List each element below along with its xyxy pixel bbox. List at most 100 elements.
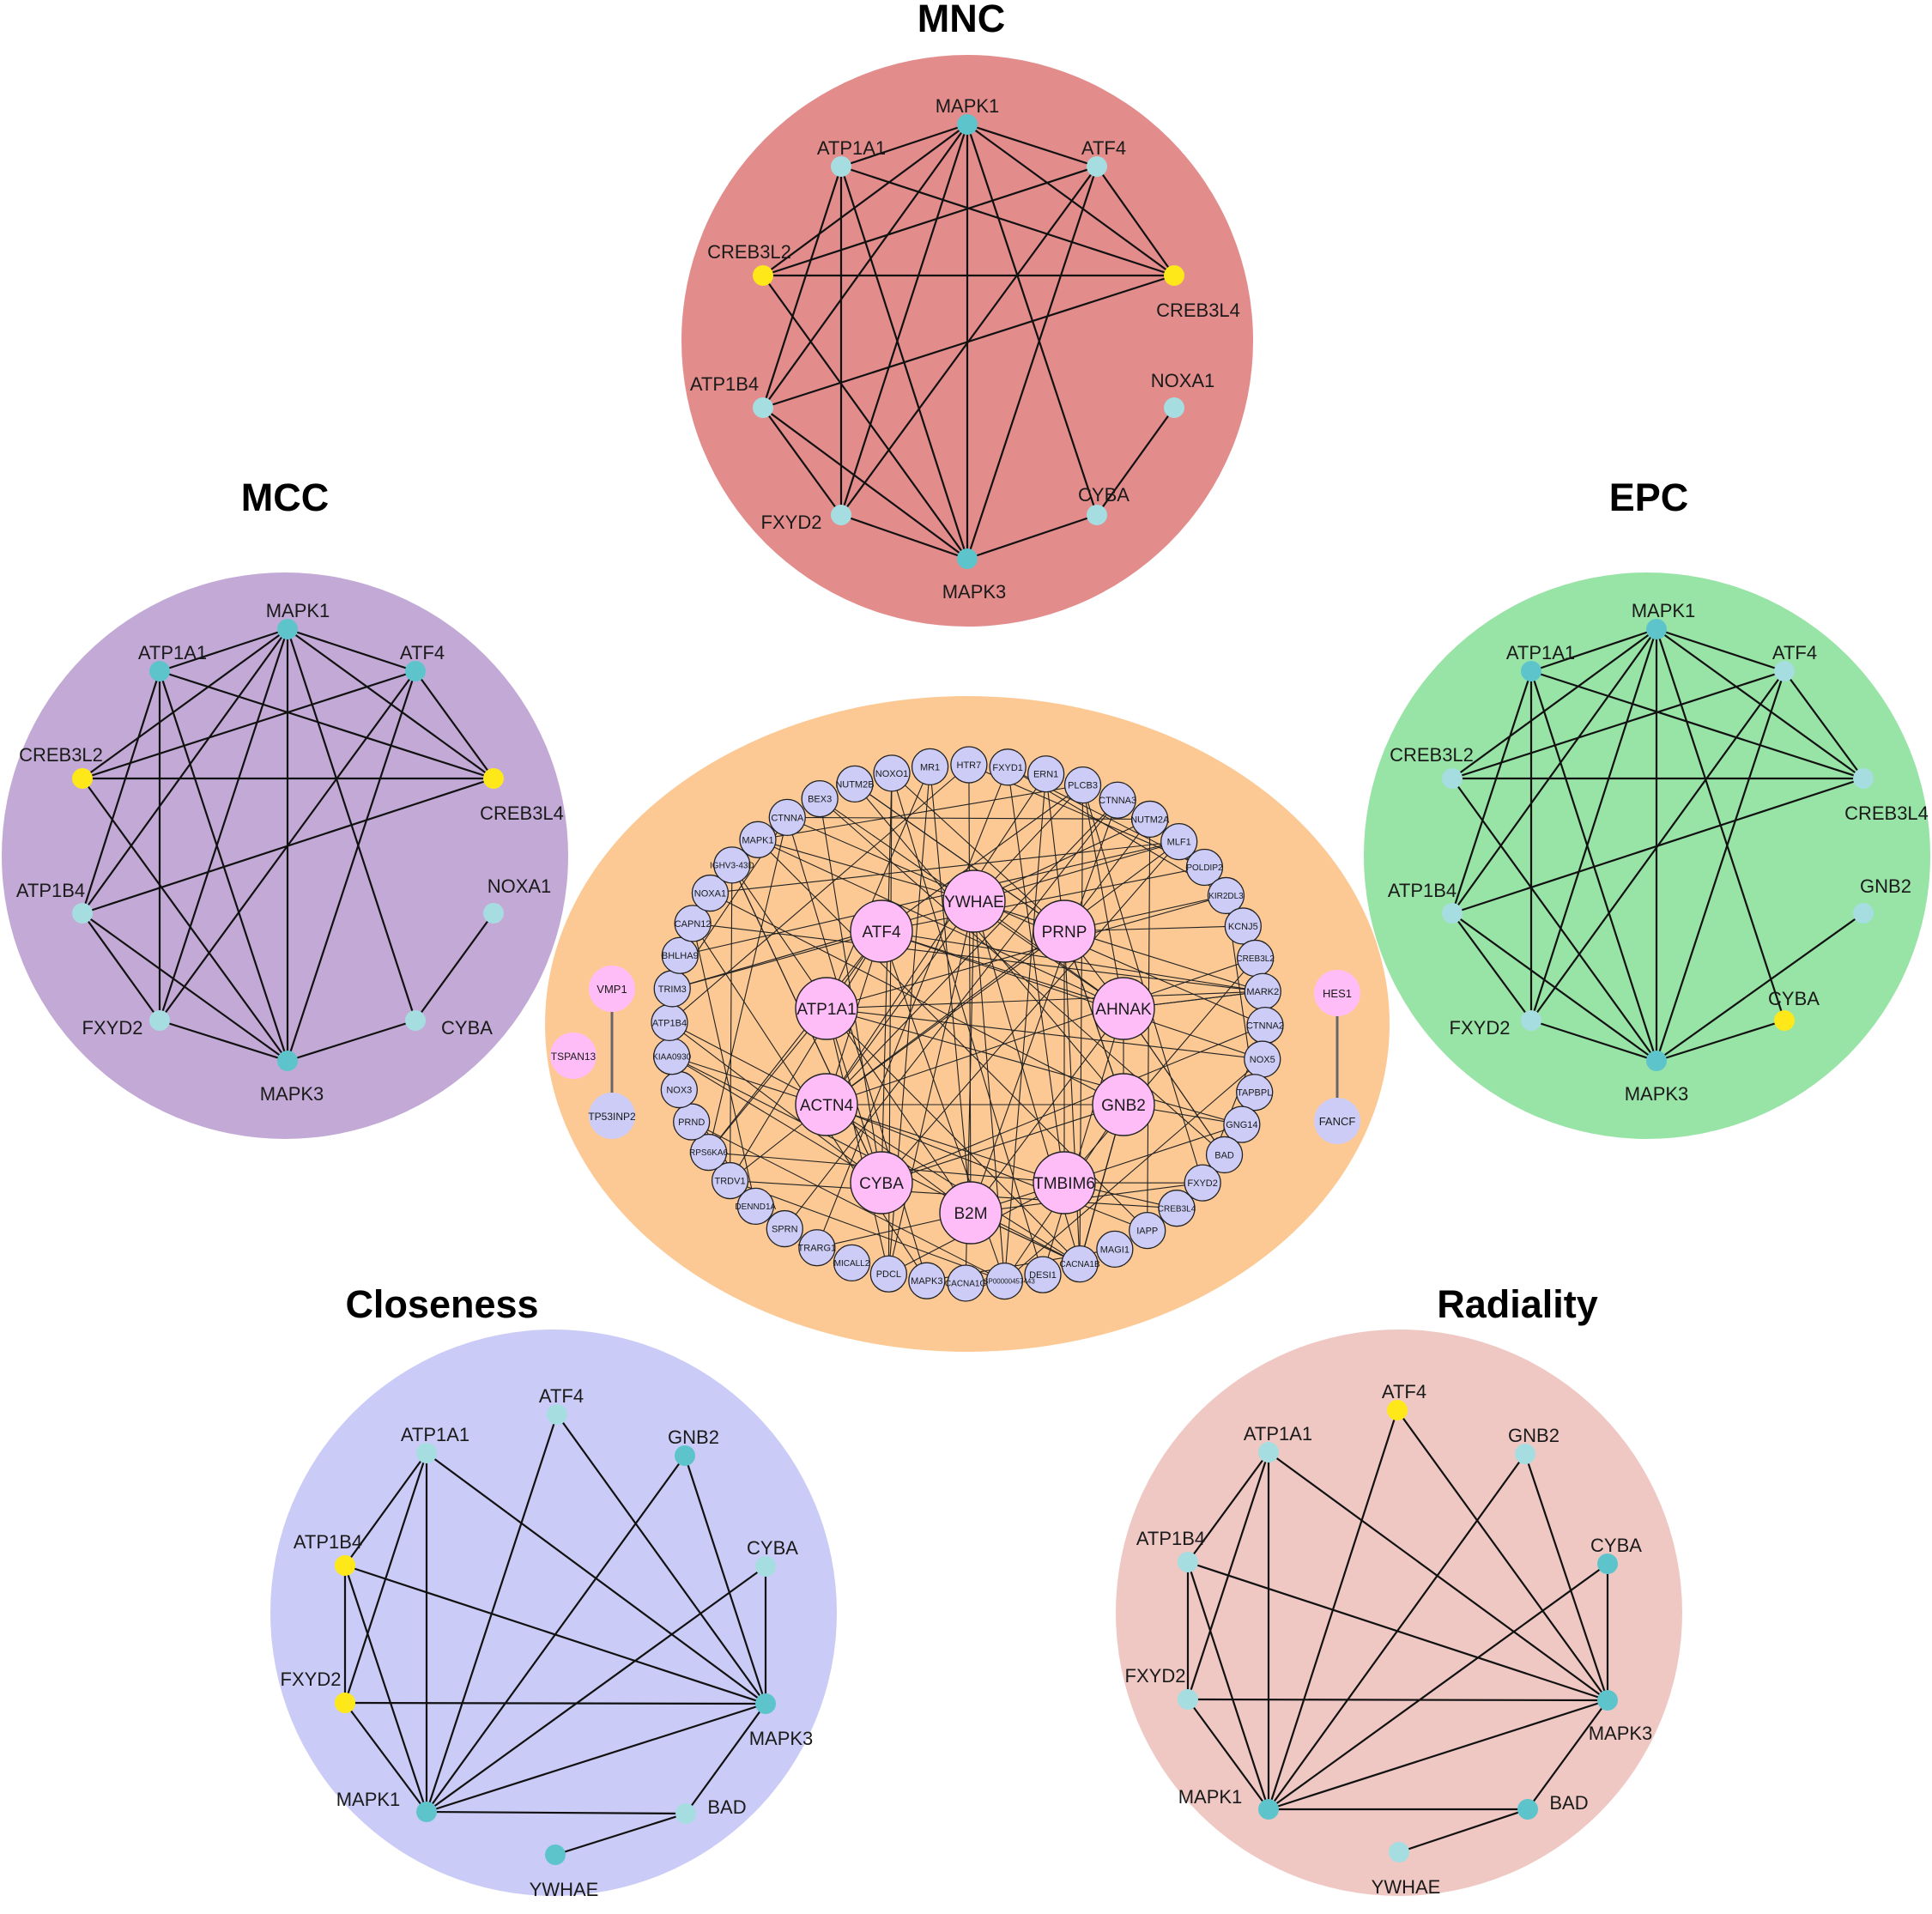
node-mapk1[interactable]: MAPK1 xyxy=(266,600,330,639)
center-node-nutm2a[interactable]: NUTM2A xyxy=(1130,800,1170,839)
center-node-mark2[interactable]: MARK2 xyxy=(1244,972,1281,1010)
center-node-plcb3[interactable]: PLCB3 xyxy=(1063,766,1102,804)
node-mapk3[interactable]: MAPK3 xyxy=(749,1693,814,1749)
center-node-rps6ka6[interactable]: RPS6KA6 xyxy=(689,1133,728,1172)
node-gnb2[interactable]: GNB2 xyxy=(1853,875,1911,924)
center-node-trarg1[interactable]: TRARG1 xyxy=(798,1229,837,1267)
center-node-kir2dl3[interactable]: KIR2DL3 xyxy=(1207,876,1245,915)
node-fxyd2[interactable]: FXYD2 xyxy=(82,1010,170,1039)
node-fxyd2[interactable]: FXYD2 xyxy=(1125,1665,1198,1710)
node-noxa1[interactable]: NOXA1 xyxy=(483,875,551,924)
node-fxyd2[interactable]: FXYD2 xyxy=(281,1669,355,1713)
center-node-mlf1[interactable]: MLF1 xyxy=(1160,822,1198,861)
node-mapk1[interactable]: MAPK1 xyxy=(936,95,1000,135)
center-node-pdcl[interactable]: PDCL xyxy=(869,1255,908,1293)
node-mapk3[interactable]: MAPK3 xyxy=(942,548,1007,603)
center-hub-atf4[interactable]: ATF4 xyxy=(850,899,913,963)
center-node-trim3[interactable]: TRIM3 xyxy=(653,970,691,1008)
center-hub-ahnak[interactable]: AHNAK xyxy=(1092,977,1155,1040)
center-node-ensp00000457443[interactable]: ENSP00000457443 xyxy=(974,1262,1035,1300)
center-node-iapp[interactable]: IAPP xyxy=(1129,1211,1166,1250)
node-atp1b4[interactable]: ATP1B4 xyxy=(1136,1528,1205,1572)
center-node-tspan13[interactable]: TSPAN13 xyxy=(550,1033,597,1079)
center-node-ighv3-43d[interactable]: IGHV3-43D xyxy=(710,846,754,884)
center-node-creb3l4[interactable]: CREB3L4 xyxy=(1158,1190,1196,1227)
node-atf4[interactable]: ATF4 xyxy=(1772,642,1817,681)
node-bad[interactable]: BAD xyxy=(1517,1792,1589,1820)
node-creb3l4[interactable]: CREB3L4 xyxy=(1844,768,1929,824)
center-node-mapk1[interactable]: MAPK1 xyxy=(739,821,777,858)
node-cyba[interactable]: CYBA xyxy=(1768,988,1820,1031)
center-node-nox5[interactable]: NOX5 xyxy=(1244,1040,1281,1078)
center-hub-ywhae[interactable]: YWHAE xyxy=(942,869,1006,933)
center-node-kcnj5[interactable]: KCNJ5 xyxy=(1224,907,1262,945)
center-node-mr1[interactable]: MR1 xyxy=(911,748,949,786)
center-node-fxyd2[interactable]: FXYD2 xyxy=(1184,1164,1221,1202)
center-node-cacna1b[interactable]: CACNA1B xyxy=(1059,1245,1100,1283)
center-node-ctnna2[interactable]: CTNNA2 xyxy=(1246,1006,1284,1045)
node-atp1b4[interactable]: ATP1B4 xyxy=(294,1531,362,1576)
center-node-ctnna[interactable]: CTNNA xyxy=(768,798,806,837)
node-gnb2[interactable]: GNB2 xyxy=(1508,1425,1560,1464)
center-node-mapk3[interactable]: MAPK3 xyxy=(908,1262,946,1299)
center-node-poldip2[interactable]: POLDIP2 xyxy=(1185,848,1224,887)
node-ywhae[interactable]: YWHAE xyxy=(1372,1842,1441,1898)
node-atp1a1[interactable]: ATP1A1 xyxy=(1506,642,1575,681)
center-node-fancf[interactable]: FANCF xyxy=(1314,1098,1360,1144)
node-mapk1[interactable]: MAPK1 xyxy=(1178,1786,1279,1820)
node-cyba[interactable]: CYBA xyxy=(1590,1535,1642,1574)
node-cyba[interactable]: CYBA xyxy=(747,1537,798,1577)
center-node-nutm2b[interactable]: NUTM2B xyxy=(835,765,875,803)
center-hub-tmbim6[interactable]: TMBIM6 xyxy=(1033,1151,1096,1214)
node-atp1b4[interactable]: ATP1B4 xyxy=(1388,880,1463,924)
center-node-tp53inp2[interactable]: TP53INP2 xyxy=(588,1093,636,1139)
center-node-prnd[interactable]: PRND xyxy=(673,1103,711,1141)
node-mapk3[interactable]: MAPK3 xyxy=(260,1051,324,1105)
center-node-sprn[interactable]: SPRN xyxy=(766,1209,803,1248)
node-creb3l2[interactable]: CREB3L2 xyxy=(19,744,103,789)
center-node-ctnna3[interactable]: CTNNA3 xyxy=(1099,781,1136,819)
center-node-htr7[interactable]: HTR7 xyxy=(950,746,988,784)
node-atp1b4[interactable]: ATP1B4 xyxy=(16,880,93,924)
node-mapk3[interactable]: MAPK3 xyxy=(1589,1690,1653,1744)
center-hub-b2m[interactable]: B2M xyxy=(939,1181,1002,1245)
node-creb3l4[interactable]: CREB3L4 xyxy=(480,768,564,824)
node-creb3l4[interactable]: CREB3L4 xyxy=(1156,265,1240,321)
node-mapk3[interactable]: MAPK3 xyxy=(1625,1051,1689,1105)
center-hub-atp1a1[interactable]: ATP1A1 xyxy=(795,977,858,1040)
center-node-micall2[interactable]: MICALL2 xyxy=(833,1244,871,1282)
center-node-fxyd1[interactable]: FXYD1 xyxy=(989,748,1027,786)
node-atp1a1[interactable]: ATP1A1 xyxy=(817,137,886,177)
center-hub-cyba[interactable]: CYBA xyxy=(850,1151,913,1214)
node-cyba[interactable]: CYBA xyxy=(405,1010,493,1039)
center-hub-gnb2[interactable]: GNB2 xyxy=(1092,1073,1155,1136)
center-node-tapbpl[interactable]: TAPBPL xyxy=(1236,1074,1274,1111)
center-node-bex3[interactable]: BEX3 xyxy=(801,779,839,818)
node-atp1a1[interactable]: ATP1A1 xyxy=(1244,1423,1312,1463)
node-creb3l2[interactable]: CREB3L2 xyxy=(1390,744,1474,789)
node-atf4[interactable]: ATF4 xyxy=(1081,137,1126,177)
node-fxyd2[interactable]: FXYD2 xyxy=(1450,1010,1541,1039)
node-atp1a1[interactable]: ATP1A1 xyxy=(138,642,207,681)
center-node-ern1[interactable]: ERN1 xyxy=(1027,755,1065,793)
center-node-cacna1g[interactable]: CACNA1G xyxy=(945,1264,987,1302)
node-atf4[interactable]: ATF4 xyxy=(400,642,445,681)
node-cyba[interactable]: CYBA xyxy=(1078,484,1130,525)
center-node-magi1[interactable]: MAGI1 xyxy=(1096,1230,1134,1269)
node-atp1a1[interactable]: ATP1A1 xyxy=(401,1424,469,1463)
center-node-noxa1[interactable]: NOXA1 xyxy=(691,874,730,912)
center-node-desi1[interactable]: DESI1 xyxy=(1024,1256,1062,1293)
center-node-vmp1[interactable]: VMP1 xyxy=(589,966,635,1012)
node-ywhae[interactable]: YWHAE xyxy=(530,1844,599,1900)
node-atf4[interactable]: ATF4 xyxy=(539,1385,584,1425)
center-node-trdv1[interactable]: TRDV1 xyxy=(711,1161,749,1200)
center-node-gng14[interactable]: GNG14 xyxy=(1223,1105,1261,1143)
node-fxyd2[interactable]: FXYD2 xyxy=(761,505,851,533)
node-mapk1[interactable]: MAPK1 xyxy=(1632,600,1696,639)
node-gnb2[interactable]: GNB2 xyxy=(668,1426,719,1466)
center-node-bad[interactable]: BAD xyxy=(1205,1136,1244,1174)
node-creb3l2[interactable]: CREB3L2 xyxy=(707,241,791,286)
node-mapk1[interactable]: MAPK1 xyxy=(336,1789,437,1822)
center-node-bhlha9[interactable]: BHLHA9 xyxy=(661,936,699,974)
node-atf4[interactable]: ATF4 xyxy=(1382,1381,1426,1420)
